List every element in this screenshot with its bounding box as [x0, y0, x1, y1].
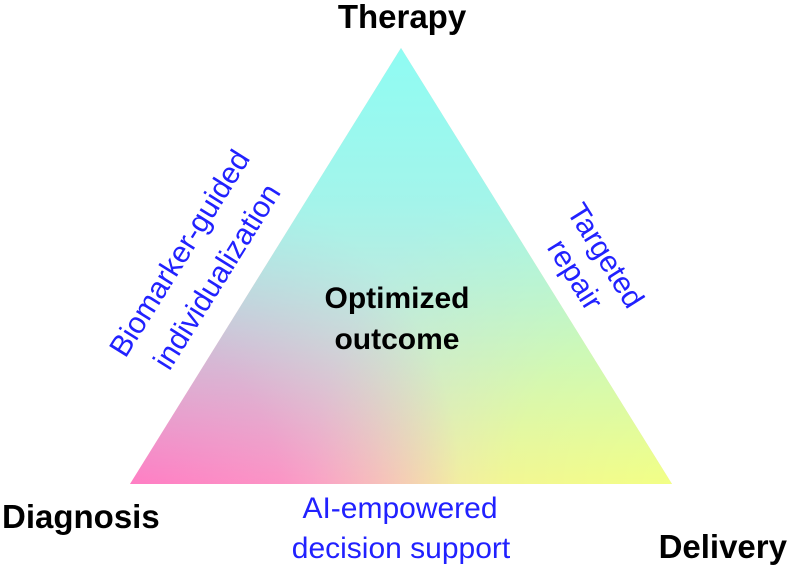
edge-label-bottom-line2: decision support	[292, 532, 511, 565]
center-label-line1: Optimized	[324, 282, 469, 315]
center-label-line2: outcome	[334, 323, 459, 356]
triangle-fill	[130, 48, 672, 484]
edge-label-bottom-line1: AI-empowered	[302, 492, 497, 525]
center-label: Optimized outcome	[324, 282, 469, 356]
vertex-label-diagnosis: Diagnosis	[2, 498, 160, 535]
vertex-label-therapy: Therapy	[338, 0, 467, 35]
vertex-label-delivery: Delivery	[659, 528, 788, 565]
edge-label-bottom: AI-empowered decision support	[292, 492, 511, 565]
